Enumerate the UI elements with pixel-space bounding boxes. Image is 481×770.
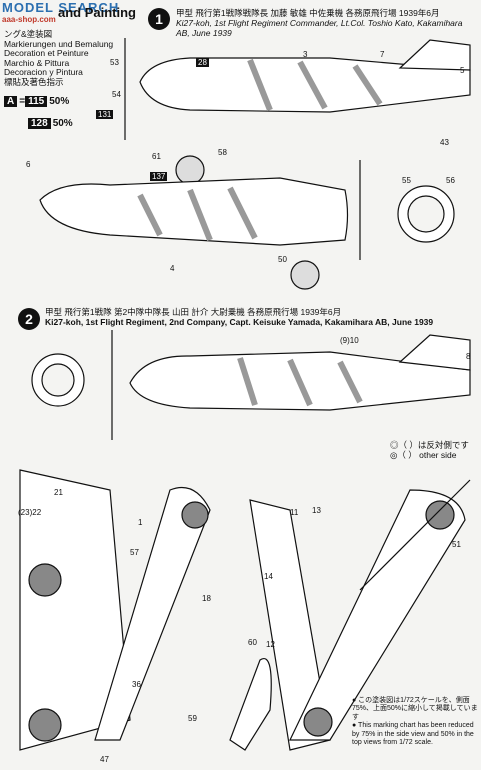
callout-56: 56 xyxy=(446,176,455,185)
side-view-1b xyxy=(39,160,361,290)
callout-12: 12 xyxy=(266,640,275,649)
callout-137: 137 xyxy=(150,172,168,181)
scheme2-caption: 甲型 飛行第1戦隊 第2中隊中隊長 山田 計介 大尉乗機 各務原飛行場 1939… xyxy=(45,307,434,327)
callout-47: 47 xyxy=(100,755,109,764)
scheme1-badge: 1 xyxy=(148,8,170,30)
scheme2-badge: 2 xyxy=(18,308,40,330)
callout-3: 3 xyxy=(303,50,308,59)
side-view-1 xyxy=(124,38,471,185)
side-view-2 xyxy=(111,330,471,440)
callout-51: 51 xyxy=(452,540,461,549)
callout-60: 60 xyxy=(248,638,257,647)
callout-6: 6 xyxy=(26,160,31,169)
top-view-middle xyxy=(229,499,331,751)
callout-1: 1 xyxy=(138,518,143,527)
callout-36: 36 xyxy=(132,680,141,689)
callout-28: 28 xyxy=(196,58,209,67)
callout-50: 50 xyxy=(278,255,287,264)
callout-8: 8 xyxy=(466,352,471,361)
callout-55: 55 xyxy=(402,176,411,185)
callout-57: 57 xyxy=(130,548,139,557)
top-view-left xyxy=(19,469,211,751)
callout-18: 18 xyxy=(202,594,211,603)
callout-9-10: (9)10 xyxy=(340,336,359,345)
page-title: and Painting xyxy=(58,5,136,20)
callout-54: 54 xyxy=(112,90,121,99)
scale-note: ● この塗装図は1/72スケールを、側面75%、上面50%に縮小して掲載していま… xyxy=(352,697,478,747)
watermark-url: aaa-shop.com xyxy=(2,15,56,24)
callout-23-22: (23)22 xyxy=(18,508,42,517)
side-legend: ◎（ ）は反対側です◎（ ） other side xyxy=(390,440,469,460)
callout-13: 13 xyxy=(312,506,321,515)
callout-14: 14 xyxy=(264,572,273,581)
top-view-right xyxy=(289,479,471,741)
watermark: MODEL SEARCH xyxy=(2,0,120,15)
callout-21: 21 xyxy=(54,488,63,497)
callout-58: 58 xyxy=(218,148,227,157)
language-list: ング&塗装図 Markierungen und Bemalung Decorat… xyxy=(4,29,114,87)
callout-4: 4 xyxy=(170,264,175,273)
callout-53: 53 xyxy=(110,58,119,67)
callout-43: 43 xyxy=(440,138,449,147)
callout-7: 7 xyxy=(380,50,385,59)
callout-61: 61 xyxy=(152,152,161,161)
callout-131: 131 xyxy=(96,110,114,119)
callout-59: 59 xyxy=(188,714,197,723)
callout-11: 11 xyxy=(290,508,299,517)
callout-5: 5 xyxy=(460,66,465,75)
